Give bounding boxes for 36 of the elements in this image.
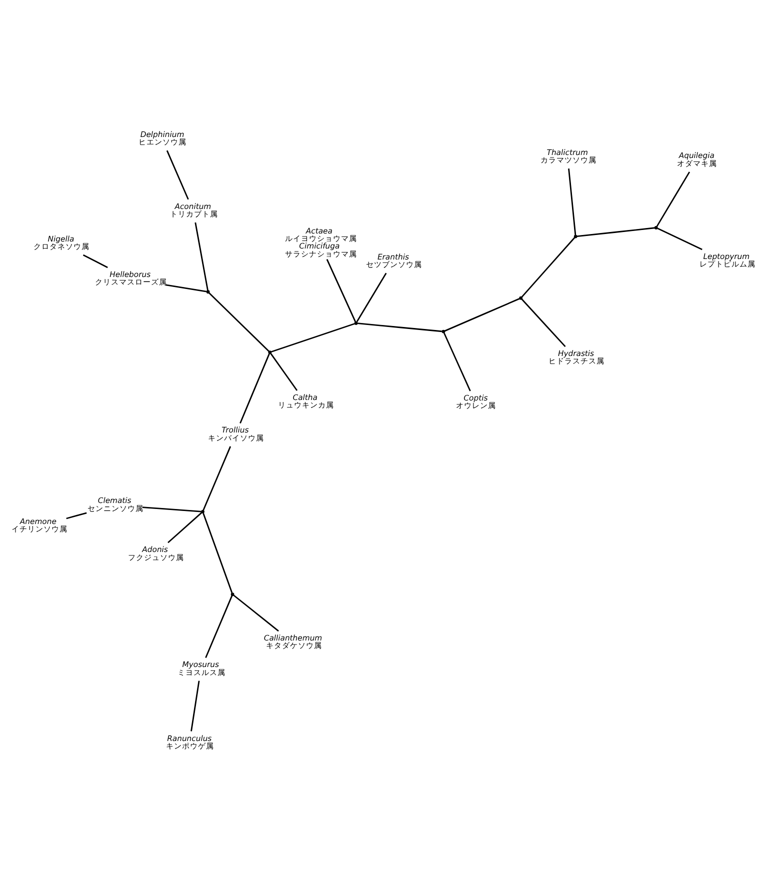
connector bbox=[271, 322, 355, 352]
connector bbox=[657, 227, 702, 250]
connector bbox=[240, 352, 270, 423]
connector bbox=[66, 512, 87, 519]
connector bbox=[356, 272, 387, 322]
node-point bbox=[442, 329, 446, 333]
connector bbox=[142, 506, 202, 512]
connector bbox=[521, 298, 566, 347]
node-point bbox=[206, 290, 210, 294]
node-point bbox=[654, 226, 658, 229]
connector bbox=[270, 352, 298, 390]
connector bbox=[205, 594, 233, 658]
connector bbox=[521, 236, 576, 297]
connector bbox=[82, 254, 108, 268]
connector bbox=[326, 258, 356, 322]
connector bbox=[208, 292, 270, 352]
connector bbox=[568, 168, 576, 235]
connector bbox=[166, 284, 207, 292]
node-point bbox=[268, 350, 272, 354]
connector bbox=[202, 512, 233, 593]
node-point bbox=[201, 509, 204, 513]
node-point bbox=[230, 592, 234, 596]
connector bbox=[358, 322, 442, 332]
connector bbox=[443, 332, 471, 391]
connector bbox=[194, 222, 208, 290]
connector bbox=[202, 446, 232, 510]
node-point bbox=[519, 296, 523, 300]
connector bbox=[656, 171, 690, 226]
connector bbox=[190, 680, 200, 731]
node-point bbox=[354, 321, 358, 324]
node-point bbox=[574, 234, 578, 238]
connector bbox=[576, 226, 655, 237]
connector bbox=[444, 298, 520, 332]
connector bbox=[168, 512, 202, 543]
connector bbox=[233, 594, 279, 632]
connector bbox=[166, 150, 189, 200]
